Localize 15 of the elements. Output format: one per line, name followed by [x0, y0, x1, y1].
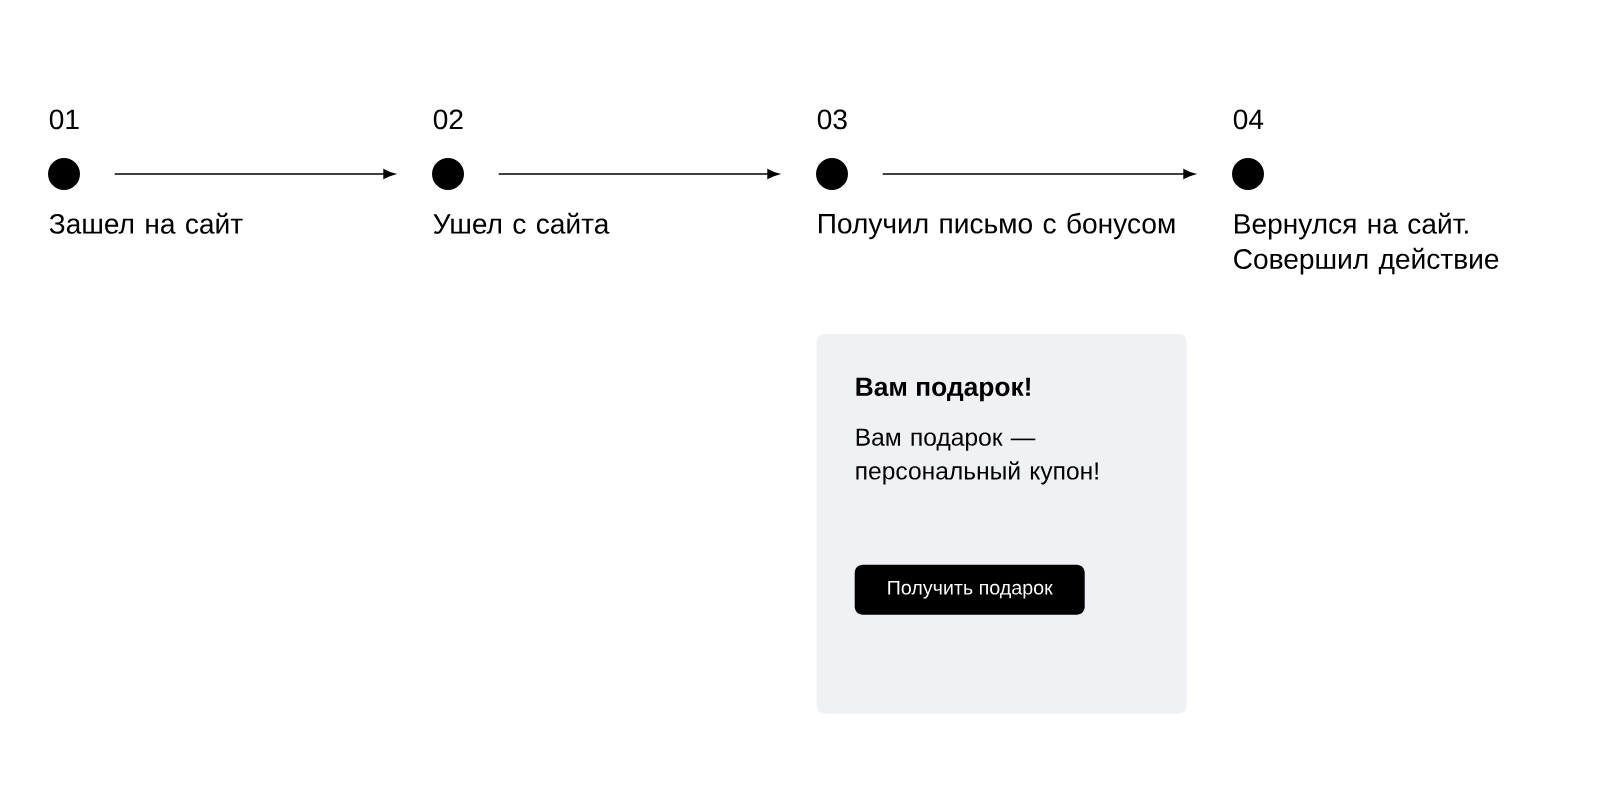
step-label: Ушел с сайта [433, 212, 610, 234]
message-card [816, 333, 1187, 714]
card-title: Вам подарок! [856, 377, 1030, 402]
get-gift-button: Получить подарок [854, 564, 1085, 615]
card-message: Вам подарок — персональный купон! [856, 428, 1098, 485]
arrow [881, 169, 1196, 179]
arrow [497, 169, 780, 179]
step-number: 02 [433, 109, 463, 130]
step-label: Получил письмо с бонусом [819, 212, 1175, 240]
step-number: 01 [49, 109, 79, 130]
step-number: 04 [1233, 109, 1264, 130]
step-label: Зашел на сайт [49, 212, 243, 234]
step-label: Вернулся на сайт. Совершил действие [1234, 212, 1499, 275]
arrow [113, 169, 396, 179]
step-number: 03 [817, 109, 847, 130]
